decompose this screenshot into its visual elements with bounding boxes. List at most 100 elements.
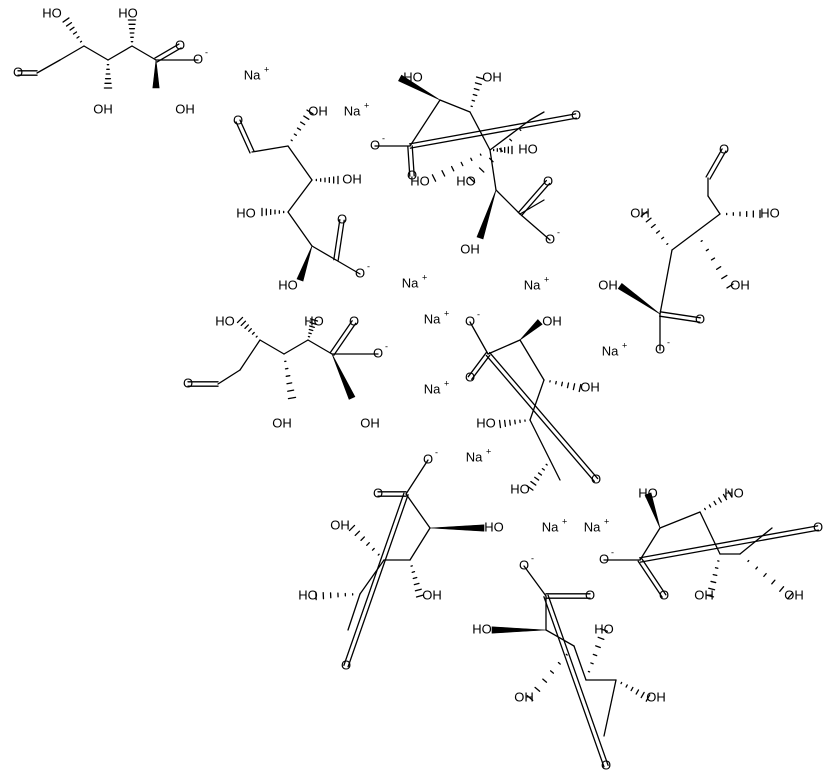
hash-bond <box>712 573 718 577</box>
hash-bond <box>414 588 422 592</box>
sodium-ion: Na+ <box>542 516 568 534</box>
hash-bond <box>473 88 480 91</box>
hydroxyl-group: HO <box>118 5 138 20</box>
chain-bond <box>529 419 551 461</box>
hydroxyl-group: OH <box>460 241 480 256</box>
hash-bond <box>472 93 478 97</box>
carboxylate-oxygen: O <box>519 557 529 572</box>
hash-bond <box>509 419 511 426</box>
hash-bond <box>65 21 73 27</box>
hash-bond <box>441 170 446 177</box>
chain-bond <box>59 45 85 61</box>
chain-bond <box>707 195 721 215</box>
hash-bond <box>557 661 561 665</box>
chain-bond <box>287 179 313 213</box>
hash-bond <box>727 490 733 498</box>
hydroxyl-group: OH <box>694 587 714 602</box>
carbonyl-oxygen: O <box>659 587 669 602</box>
hash-bond <box>244 324 250 330</box>
carboxylate-bond <box>523 565 547 597</box>
sodium-ion: Na+ <box>584 516 610 534</box>
wedge-bond <box>296 245 313 282</box>
carboxylate-oxygen: O <box>599 551 609 566</box>
aldehyde-double-bond <box>547 594 609 766</box>
hash-bond <box>572 383 576 391</box>
hash-bond <box>705 248 709 252</box>
hydroxyl-group: OH <box>272 415 292 430</box>
sodium-ion: Na+ <box>524 274 550 292</box>
hash-bond <box>468 176 476 184</box>
hash-bond <box>76 36 80 39</box>
hash-bond <box>534 686 541 692</box>
hash-bond <box>290 139 293 142</box>
aldehyde-oxygen: O <box>601 757 611 772</box>
hash-bond <box>79 40 83 43</box>
wedge-bond <box>476 189 497 240</box>
carbonyl-double-bond <box>517 179 547 214</box>
hydroxyl-group: OH <box>730 277 750 292</box>
hash-bond <box>640 211 648 217</box>
hash-bond <box>713 500 717 506</box>
hash-bond <box>371 547 375 551</box>
hash-bond <box>787 592 793 600</box>
hash-bond <box>549 670 555 674</box>
carboxylate-bond <box>405 459 429 495</box>
hash-bond <box>413 582 420 586</box>
hash-bond <box>565 653 568 656</box>
aldehyde-double-bond <box>408 113 577 145</box>
chain-bond <box>529 379 545 421</box>
chain-bond <box>695 213 721 233</box>
hash-bond <box>666 242 669 246</box>
hash-bond <box>635 689 640 695</box>
hash-bond <box>519 128 522 132</box>
chain-bond <box>347 593 361 631</box>
carboxylate-charge: - <box>385 341 388 351</box>
hash-bond <box>509 138 513 142</box>
carboxylate-oxygen: O <box>465 313 475 328</box>
carboxylate-bond <box>335 259 361 275</box>
aldehyde-double-bond <box>239 119 255 152</box>
chain-bond <box>409 99 441 147</box>
hash-bond <box>722 493 728 501</box>
hash-bond <box>62 17 70 23</box>
chain-bond <box>495 189 521 215</box>
carbonyl-double-bond <box>407 145 411 177</box>
carbonyl-double-bond <box>659 315 701 323</box>
hash-bond <box>708 504 712 508</box>
aldehyde-double-bond <box>709 150 727 180</box>
hash-bond <box>560 381 564 387</box>
sodium-ion: Na+ <box>424 308 450 326</box>
aldehyde-oxygen: O <box>233 112 243 127</box>
hash-bond <box>700 240 703 242</box>
carbonyl-double-bond <box>329 320 353 354</box>
hash-bond <box>592 653 598 657</box>
carbonyl-oxygen: O <box>349 313 359 328</box>
carboxylate-charge: - <box>435 447 438 457</box>
hash-bond <box>625 684 628 688</box>
hash-bond <box>718 497 722 503</box>
hash-bond <box>479 153 482 156</box>
hydroxyl-group: OH <box>93 101 113 116</box>
hash-bond <box>431 174 437 182</box>
aldehyde-double-bond <box>485 354 595 483</box>
carbonyl-double-bond <box>467 352 487 378</box>
hash-bond <box>566 382 570 389</box>
carbonyl-double-bond <box>337 219 345 261</box>
hash-bond <box>285 375 291 377</box>
hydroxyl-group: HO <box>638 485 658 500</box>
hash-bond <box>308 332 312 335</box>
hydroxyl-group: HO <box>484 519 504 534</box>
carboxylate-oxygen: O <box>355 265 365 280</box>
hash-bond <box>620 681 623 685</box>
sodium-ion: Na+ <box>424 378 450 396</box>
hash-bond <box>474 82 482 86</box>
sodium-symbol: Na <box>466 449 483 464</box>
wedge-bond <box>429 524 485 532</box>
